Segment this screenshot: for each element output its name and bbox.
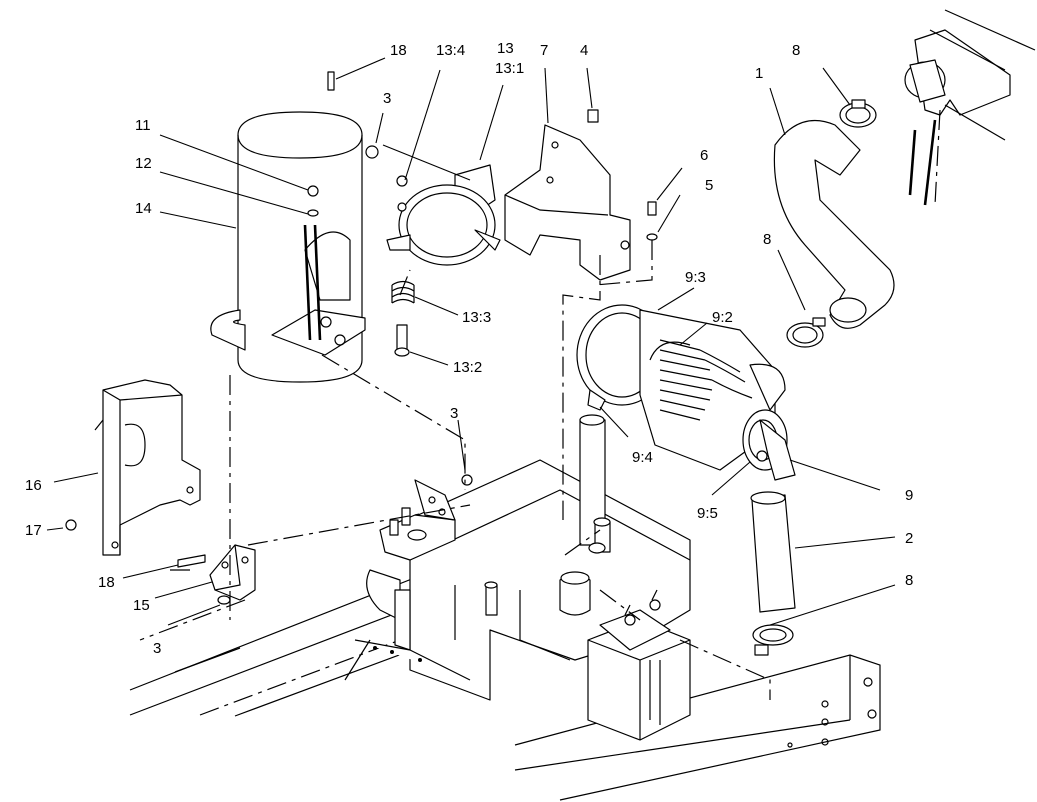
callout-11: 11: [135, 117, 151, 134]
callout-15: 15: [133, 597, 150, 614]
callout-6: 6: [700, 147, 708, 164]
callout-13-4: 13:4: [436, 42, 465, 59]
muffler: [210, 111, 366, 383]
callout-13-3: 13:3: [462, 309, 491, 326]
pre-cleaner-stack: [904, 9, 1036, 206]
callout-7: 7: [540, 42, 548, 59]
small-bracket: [209, 544, 256, 601]
heat-shield: [94, 379, 201, 556]
callout-8-bottom: 8: [905, 572, 913, 589]
callout-2: 2: [905, 530, 913, 547]
callout-8-top: 8: [792, 42, 800, 59]
callout-9-5: 9:5: [697, 505, 718, 522]
leader-lines: [46, 57, 896, 626]
callout-8-mid: 8: [763, 231, 771, 248]
callout-18-top: 18: [390, 42, 407, 59]
callout-9-3: 9:3: [685, 269, 706, 286]
callout-12: 12: [135, 155, 152, 172]
band-clamp: [386, 164, 501, 266]
callout-9: 9: [905, 487, 913, 504]
callout-3-top: 3: [383, 90, 391, 107]
callout-9-4: 9:4: [632, 449, 653, 466]
hose-upper: [773, 99, 895, 348]
hardware-small: [65, 71, 658, 605]
frame-rail-right: [514, 654, 881, 801]
callout-4: 4: [580, 42, 588, 59]
control-box: [587, 589, 691, 741]
callout-5: 5: [705, 177, 713, 194]
callout-18-bottom: 18: [98, 574, 115, 591]
callout-9-2: 9:2: [712, 309, 733, 326]
hose-lower: [750, 491, 796, 656]
callout-13-2: 13:2: [453, 359, 482, 376]
mounting-bracket: [504, 124, 631, 281]
center-lines: [139, 240, 771, 700]
callout-16: 16: [25, 477, 42, 494]
callout-3-bottom: 3: [153, 640, 161, 657]
callout-13: 13: [497, 40, 514, 57]
spring-mount: [391, 280, 415, 357]
callout-3-mid: 3: [450, 405, 458, 422]
callout-17: 17: [25, 522, 42, 539]
callout-13-1: 13:1: [495, 60, 524, 77]
callout-1: 1: [755, 65, 763, 82]
air-cleaner: [576, 304, 796, 481]
part-labels: 18 13:4 13 13:1 7 4 3 11 12 14 6 5 13:3 …: [25, 40, 913, 657]
callout-14: 14: [135, 200, 152, 217]
